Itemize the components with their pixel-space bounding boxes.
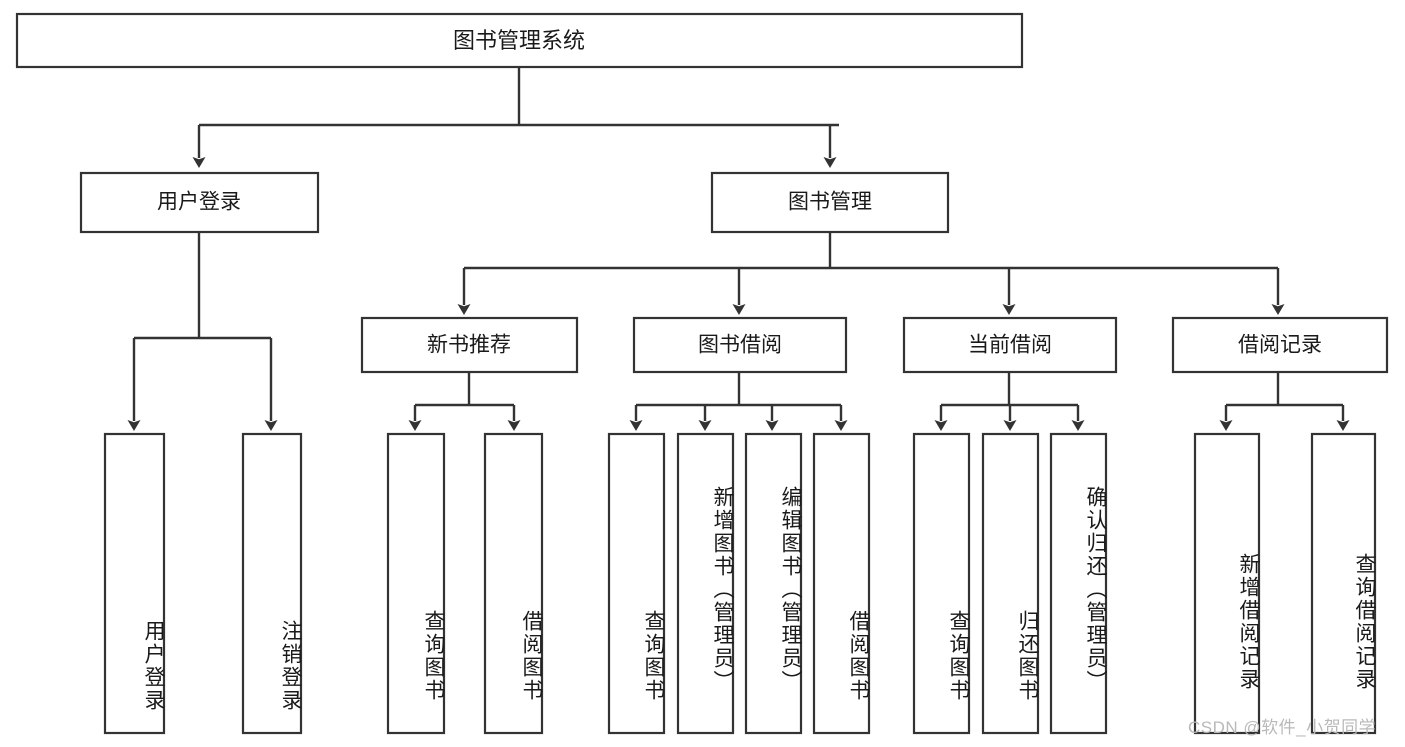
node-new-book-recommend-label: 新书推荐 (427, 334, 511, 357)
node-root[interactable]: 图书管理系统 (15, 12, 1024, 69)
csdn-watermark: CSDN @软件_小贺同学 (1188, 718, 1377, 737)
leaf-logout-login[interactable] (241, 432, 303, 735)
connector-root-to-level2 (192, 67, 839, 168)
node-current-borrow-label: 当前借阅 (968, 334, 1052, 357)
leaf-edit-book[interactable] (744, 432, 803, 735)
leaf-query-borrow-record[interactable] (1310, 432, 1377, 735)
node-user-login-label: 用户登录 (157, 191, 241, 214)
leaf-user-login[interactable] (103, 432, 166, 735)
leaf-return-book[interactable] (981, 432, 1040, 735)
leaf-add-book[interactable] (676, 432, 735, 735)
connector-currentborrow-to-leaves (934, 372, 1085, 431)
node-current-borrow[interactable]: 当前借阅 (902, 316, 1118, 374)
leaf-add-borrow-record[interactable] (1193, 432, 1261, 735)
node-book-management-label: 图书管理 (788, 191, 872, 214)
connector-bookborrow-to-leaves (629, 372, 848, 431)
leaf-confirm-return[interactable] (1049, 432, 1108, 735)
leaf-borrow-book-1[interactable] (483, 432, 544, 735)
leaf-query-book-3[interactable] (912, 432, 971, 735)
connector-userlogin-to-leaves (127, 232, 278, 431)
leaf-borrow-book-2[interactable] (812, 432, 871, 735)
node-borrow-record[interactable]: 借阅记录 (1171, 316, 1389, 374)
connector-newbook-to-leaves (408, 372, 521, 431)
leaf-query-book-1[interactable] (386, 432, 446, 735)
node-book-borrow-label: 图书借阅 (698, 334, 782, 357)
node-book-borrow[interactable]: 图书借阅 (632, 316, 848, 374)
connector-bookmgmt-to-level3 (457, 232, 1285, 315)
node-book-management[interactable]: 图书管理 (710, 171, 950, 234)
connector-borrowrecord-to-leaves (1219, 372, 1350, 431)
node-new-book-recommend[interactable]: 新书推荐 (360, 316, 579, 374)
node-root-label: 图书管理系统 (453, 28, 585, 53)
node-borrow-record-label: 借阅记录 (1238, 334, 1322, 357)
leaf-query-book-2[interactable] (607, 432, 666, 735)
node-user-login[interactable]: 用户登录 (79, 171, 320, 234)
